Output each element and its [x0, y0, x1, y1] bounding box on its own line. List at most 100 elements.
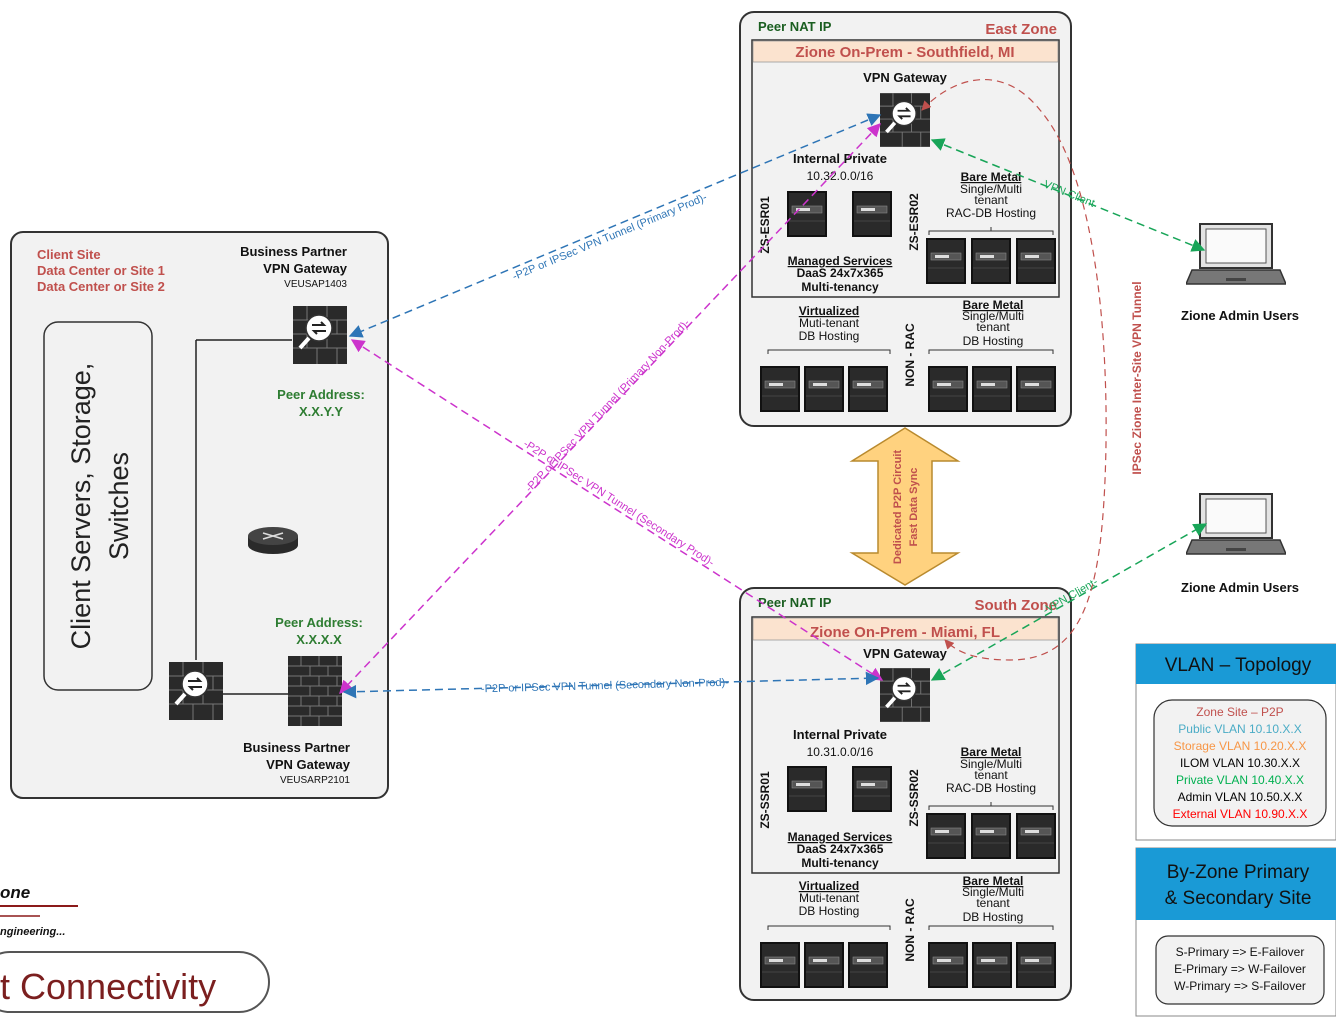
- tunnel-primary-nonprod-label: -P2P or IPSec VPN Tunnel (Primary Non-Pr…: [523, 317, 693, 495]
- bp-secondary-peer-label: Peer Address:: [275, 615, 363, 630]
- tunnel-secondary-prod-label: -P2P or IPSec VPN Tunnel (Secondary Prod…: [521, 438, 716, 569]
- east-server-icon: [972, 366, 1012, 412]
- south-managed-3: Multi-tenancy: [801, 856, 879, 870]
- client-gateway-icon: [169, 662, 223, 720]
- vlan-rows: Zone Site – P2P Public VLAN 10.10.X.X Stor…: [1173, 705, 1308, 821]
- east-bare-metal2-2: Single/Multi: [962, 309, 1024, 323]
- south-server-icon: [804, 942, 844, 988]
- east-server-icon: [928, 366, 968, 412]
- east-bare-metal2-3: tenant: [976, 320, 1010, 334]
- bp-secondary-id: VEUSARP2101: [280, 775, 350, 786]
- south-server-icon: [971, 813, 1011, 859]
- east-non-rac: NON - RAC: [903, 323, 917, 387]
- client-site-line-3: Data Center or Site 2: [37, 279, 165, 294]
- south-server-icon: [1016, 813, 1056, 859]
- circuit-label-1: Dedicated P2P Circuit: [892, 450, 904, 564]
- east-sr-left: ZS-ESR01: [758, 196, 772, 254]
- router-icon: [248, 527, 298, 554]
- south-bare-metal2-1: Bare Metal: [963, 874, 1024, 888]
- east-bare-metal-4: RAC-DB Hosting: [946, 206, 1036, 220]
- south-server-icon: [928, 942, 968, 988]
- south-virtualized-3: DB Hosting: [799, 904, 860, 918]
- south-bare-metal-2: Single/Multi: [960, 757, 1022, 771]
- p2p-circuit-arrow: [849, 427, 961, 586]
- tunnel-primary-prod-label: -P2P or IPSec VPN Tunnel (Primary Prod)-: [511, 191, 709, 283]
- east-sr-right: ZS-ESR02: [907, 193, 921, 251]
- east-vpn-gateway-icon: [880, 93, 930, 147]
- south-site-title: Zione On-Prem - Miami, FL: [810, 624, 1000, 641]
- client-site-line-2: Data Center or Site 1: [37, 263, 165, 278]
- east-server-icon: [1016, 238, 1056, 284]
- east-site-banner: [752, 40, 1059, 63]
- vlan-row: External VLAN 10.90.X.X: [1173, 807, 1308, 821]
- vlan-row: Storage VLAN 10.20.X.X: [1174, 739, 1307, 753]
- byzone-row: W-Primary => S-Failover: [1174, 979, 1306, 993]
- south-server-icon: [852, 766, 892, 812]
- client-servers-label-2: Switches: [104, 452, 134, 560]
- east-internal-net: 10.32.0.0/16: [807, 169, 874, 183]
- east-internal-title: Internal Private: [793, 151, 887, 166]
- south-internal-net: 10.31.0.0/16: [807, 745, 874, 759]
- byzone-title-2: & Secondary Site: [1165, 888, 1312, 909]
- laptop-icon: [1186, 493, 1286, 555]
- south-bare-metal2-4: DB Hosting: [963, 910, 1024, 924]
- east-bare-metal2-4: DB Hosting: [963, 334, 1024, 348]
- south-non-rac: NON - RAC: [903, 898, 917, 962]
- south-server-icon: [787, 766, 827, 812]
- south-server-icon: [972, 942, 1012, 988]
- bp-primary-title-2: VPN Gateway: [263, 261, 348, 276]
- bp-primary-title-1: Business Partner: [240, 244, 347, 259]
- south-server-icon: [926, 813, 966, 859]
- bp-primary-peer-value: X.X.Y.Y: [299, 404, 343, 419]
- logo-name: one: [0, 883, 30, 902]
- byzone-row: E-Primary => W-Failover: [1174, 962, 1306, 976]
- vlan-title: VLAN – Topology: [1165, 655, 1312, 676]
- vlan-header: [1136, 644, 1336, 684]
- east-server-icon: [787, 191, 827, 237]
- client-site-title: Client Site: [37, 247, 101, 262]
- south-server-icon: [760, 942, 800, 988]
- bp-secondary-firewall-icon: [288, 656, 342, 726]
- vlan-row: ILOM VLAN 10.30.X.X: [1180, 756, 1300, 770]
- south-managed-1: Managed Services: [788, 830, 893, 844]
- tunnel-secondary-nonprod-label: -P2P or IPSec VPN Tunnel (Secondary Non-…: [481, 677, 730, 695]
- vlan-row: Public VLAN 10.10.X.X: [1178, 722, 1301, 736]
- east-bare-metal2-1: Bare Metal: [963, 298, 1024, 312]
- vlan-row: Zone Site – P2P: [1196, 705, 1283, 719]
- inter-site-tunnel-label: IPSec Zione Inter-Site VPN Tunnel: [1130, 281, 1144, 474]
- bp-secondary-title-1: Business Partner: [243, 740, 350, 755]
- east-virtualized-3: DB Hosting: [799, 329, 860, 343]
- vpn-client-south-line: [930, 523, 1208, 681]
- tunnel-secondary-nonprod: [342, 671, 880, 699]
- vpn-client-east-line: [930, 138, 1206, 252]
- bp-secondary-peer-value: X.X.X.X: [296, 632, 342, 647]
- vlan-row: Admin VLAN 10.50.X.X: [1178, 790, 1303, 804]
- east-server-icon: [848, 366, 888, 412]
- east-server-icon: [760, 366, 800, 412]
- client-servers-box: [43, 321, 153, 691]
- east-server-icon: [804, 366, 844, 412]
- south-gateway-label: VPN Gateway: [863, 646, 948, 661]
- byzone-list-box: [1155, 935, 1325, 1005]
- circuit-label-2: Fast Data Sync: [908, 468, 920, 547]
- inter-site-tunnel: [921, 79, 1107, 661]
- south-bracket: [928, 802, 1054, 810]
- byzone-title-1: By-Zone Primary: [1167, 862, 1310, 883]
- south-virtualized-2: Muti-tenant: [799, 891, 860, 905]
- south-bare-metal-4: RAC-DB Hosting: [946, 781, 1036, 795]
- logo-tagline: ngineering...: [0, 926, 65, 938]
- south-bare-metal-1: Bare Metal: [961, 745, 1022, 759]
- south-bare-metal-3: tenant: [974, 768, 1008, 782]
- east-peer-nat: Peer NAT IP: [758, 19, 832, 34]
- south-server-icon: [1016, 942, 1056, 988]
- connectivity-title: t Connectivity: [0, 966, 216, 1007]
- bp-secondary-title-2: VPN Gateway: [266, 757, 351, 772]
- east-zone-title: East Zone: [985, 21, 1057, 38]
- east-server-icon: [926, 238, 966, 284]
- admin-users-label-2: Zione Admin Users: [1181, 580, 1299, 595]
- south-bare-metal2-3: tenant: [976, 896, 1010, 910]
- byzone-row: S-Primary => E-Failover: [1176, 945, 1305, 959]
- south-virtualized-1: Virtualized: [799, 879, 859, 893]
- tunnel-secondary-prod: [350, 339, 884, 681]
